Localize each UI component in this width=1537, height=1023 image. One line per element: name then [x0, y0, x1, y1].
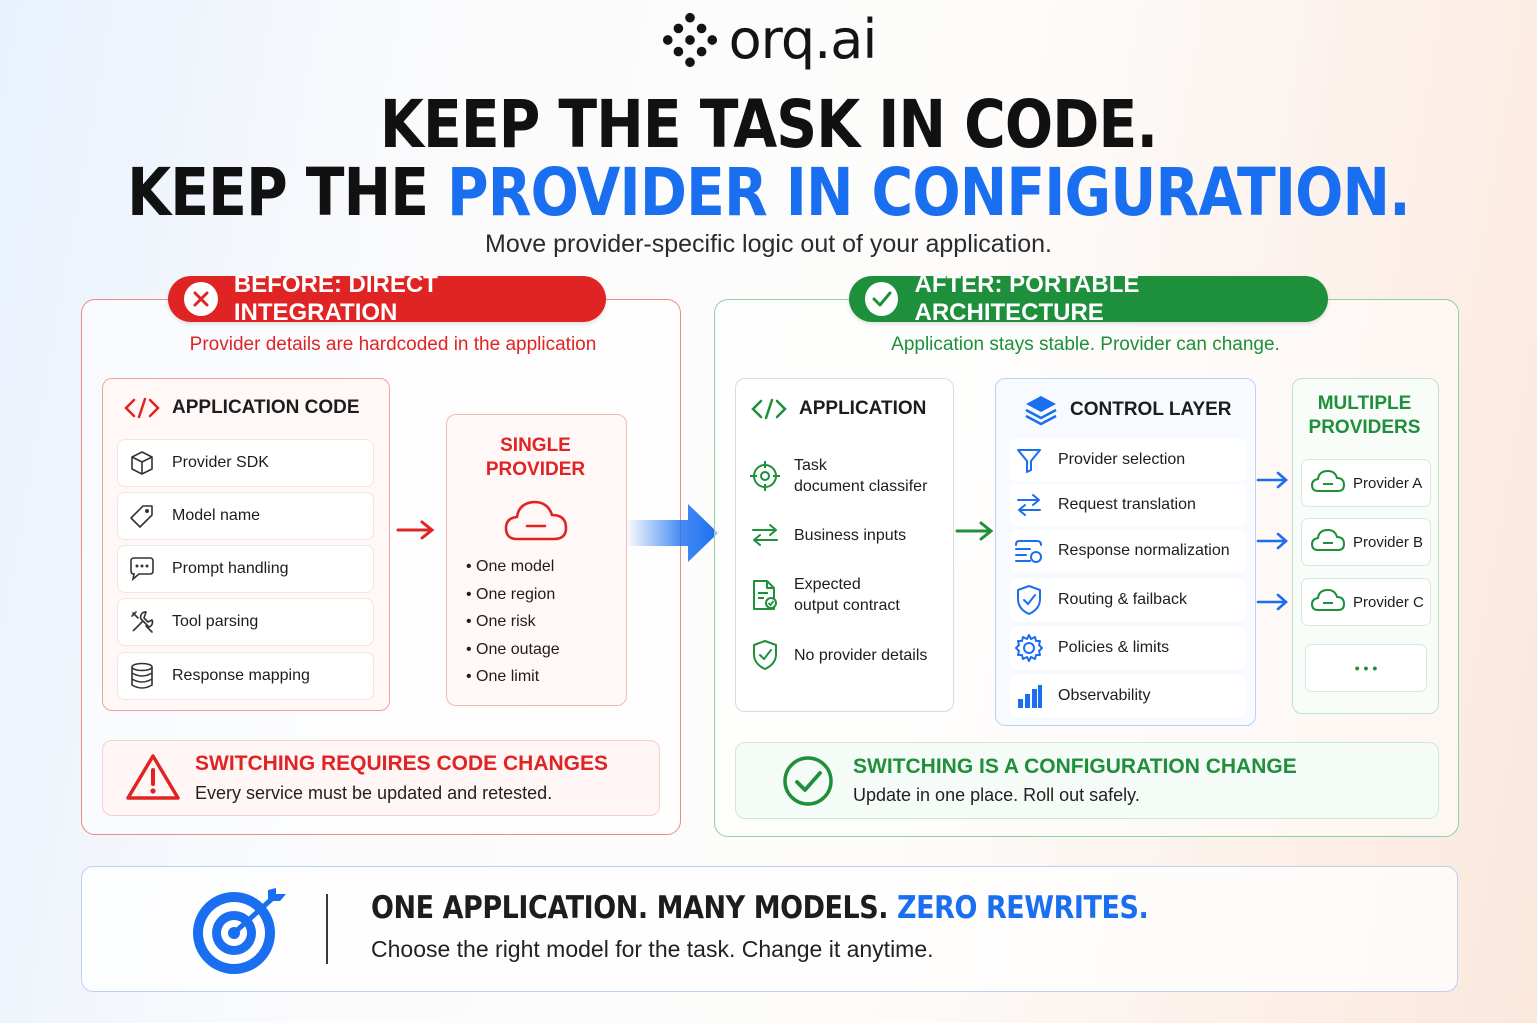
switching-after-subtitle: Update in one place. Roll out safely. — [853, 785, 1140, 805]
bullet-item: • One region — [466, 585, 556, 603]
before-badge: BEFORE: DIRECT INTEGRATION — [168, 271, 606, 326]
arrow-right-icon — [955, 521, 994, 541]
arrow-right-icon — [1256, 593, 1288, 611]
footer-banner — [81, 866, 1458, 992]
application-item-business-inputs: Business inputs — [748, 518, 948, 552]
bullet-item: • One outage — [466, 640, 560, 658]
brand-logo: orq.ai — [0, 8, 1537, 71]
provider-b: Provider B — [1301, 518, 1431, 566]
cloud-icon — [1310, 468, 1346, 498]
chat-bubble-icon — [128, 555, 156, 583]
check-icon — [865, 282, 899, 316]
headline-line-1: KEEP THE TASK IN CODE. — [379, 86, 1158, 163]
arrow-right-icon — [396, 520, 435, 540]
check-circle-icon — [783, 756, 833, 806]
tag-icon — [128, 502, 156, 530]
layers-icon — [1025, 396, 1057, 426]
close-icon — [184, 282, 218, 316]
control-item-response-normalization: Response normalization — [1010, 530, 1246, 572]
swap-arrows-icon — [748, 518, 782, 552]
provider-c: Provider C — [1301, 578, 1431, 626]
bullet-item: • One risk — [466, 613, 536, 630]
database-icon — [128, 662, 156, 690]
application-item-no-provider-details: No provider details — [748, 638, 948, 672]
bullet-item: • One model — [466, 558, 555, 575]
target-arrow-icon — [193, 888, 286, 974]
code-brackets-icon — [124, 397, 160, 419]
cloud-icon — [504, 500, 568, 541]
warning-icon — [126, 754, 180, 800]
single-provider-title: SINGLE PROVIDER — [485, 435, 586, 480]
app-code-item-tool-parsing: Tool parsing — [117, 598, 374, 646]
after-badge: AFTER: PORTABLE ARCHITECTURE — [849, 271, 1328, 326]
app-code-item-model-name: Model name — [117, 492, 374, 540]
bullet-item: • One limit — [466, 668, 540, 685]
brand-name: orq.ai — [728, 8, 878, 71]
switching-before-subtitle: Every service must be updated and retest… — [195, 783, 553, 803]
before-caption: Provider details are hardcoded in the ap… — [189, 334, 597, 355]
switching-before-title: SWITCHING REQUIRES CODE CHANGES — [195, 752, 609, 775]
tools-icon — [128, 608, 156, 636]
app-code-item-provider-sdk: Provider SDK — [117, 439, 374, 487]
control-item-request-translation: Request translation — [1010, 484, 1246, 526]
multiple-providers-title: MULTIPLE PROVIDERS — [1308, 393, 1421, 438]
control-item-routing-failback: Routing & failback — [1010, 579, 1246, 621]
single-provider-bullets: • One model • One region • One risk • On… — [466, 553, 560, 691]
subheadline: Move provider-specific logic out of your… — [485, 230, 1052, 258]
footer-divider — [326, 894, 328, 964]
headline-line-2: KEEP THE PROVIDER IN CONFIGURATION. — [127, 154, 1411, 231]
control-item-observability: Observability — [1010, 675, 1246, 717]
footer-subtitle: Choose the right model for the task. Cha… — [371, 936, 934, 962]
app-code-item-response-mapping: Response mapping — [117, 652, 374, 700]
application-title: APPLICATION — [751, 397, 926, 421]
shield-check-icon — [1014, 585, 1044, 615]
application-code-title: APPLICATION CODE — [124, 396, 360, 420]
switching-after-title: SWITCHING IS A CONFIGURATION CHANGE — [853, 755, 1297, 778]
switching-before-callout — [102, 740, 660, 816]
swap-arrows-icon — [1014, 490, 1044, 520]
control-item-policies-limits: Policies & limits — [1010, 627, 1246, 669]
more-providers-indicator: • • • — [1305, 644, 1427, 692]
cube-icon — [128, 449, 156, 477]
cloud-icon — [1310, 527, 1346, 557]
target-icon — [748, 459, 782, 493]
arrow-right-icon — [1256, 532, 1288, 550]
provider-a: Provider A — [1301, 459, 1431, 507]
shield-check-icon — [748, 638, 782, 672]
orq-logo-icon — [662, 12, 717, 67]
document-check-icon — [748, 578, 782, 612]
filter-icon — [1014, 445, 1044, 475]
bar-chart-icon — [1014, 681, 1044, 711]
control-item-provider-selection: Provider selection — [1010, 439, 1246, 481]
arrow-right-icon — [1256, 471, 1288, 489]
control-layer-title: CONTROL LAYER — [1024, 394, 1232, 426]
after-caption: Application stays stable. Provider can c… — [891, 334, 1280, 355]
footer-title: ONE APPLICATION. MANY MODELS. ZERO REWRI… — [371, 890, 1149, 926]
single-provider-card — [446, 414, 627, 706]
code-brackets-icon — [751, 398, 787, 420]
big-arrow-right-icon — [626, 504, 718, 562]
normalize-icon — [1014, 536, 1044, 566]
switching-after-callout — [735, 742, 1439, 819]
application-card — [735, 378, 954, 712]
app-code-item-prompt-handling: Prompt handling — [117, 545, 374, 593]
cloud-icon — [1310, 587, 1346, 617]
gear-icon — [1014, 633, 1044, 663]
